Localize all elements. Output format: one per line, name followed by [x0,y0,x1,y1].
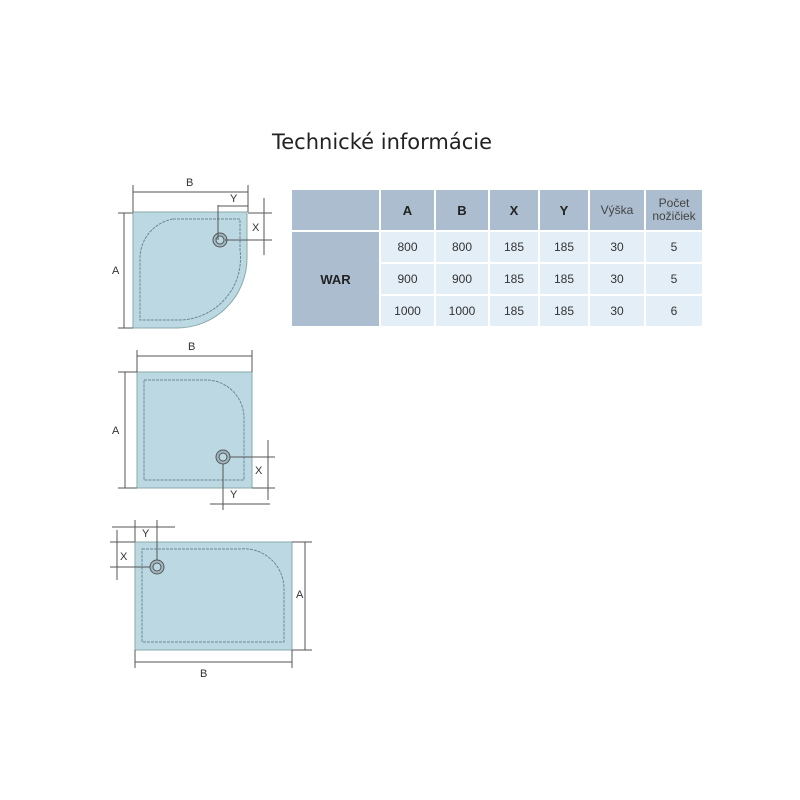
header-y: Y [540,190,588,230]
label-b: B [200,668,207,680]
label-y: Y [230,489,238,501]
table-row: 1000 1000 185 185 30 6 [292,296,702,326]
header-empty [292,190,379,230]
cell: 6 [646,296,702,326]
cell: 185 [490,232,538,262]
table-row: WAR 800 800 185 185 30 5 [292,232,702,326]
header-a: A [381,190,434,230]
cell: 900 [436,264,488,294]
label-a: A [296,589,304,601]
header-pocet-line2: nožičiek [652,209,696,223]
label-b: B [188,341,195,353]
table-row: 900 900 185 185 30 5 [292,264,702,294]
label-y: Y [142,528,150,540]
model-name: WAR [292,232,379,326]
header-vyska: Výška [590,190,644,230]
header-x: X [490,190,538,230]
cell: 5 [646,264,702,294]
cell: 1000 [436,296,488,326]
cell: 800 [381,232,434,262]
cell: 5 [646,232,702,262]
cell: 900 [381,264,434,294]
cell: 30 [590,264,644,294]
cell: 30 [590,296,644,326]
header-pocet-line1: Počet [658,196,690,210]
label-b: B [186,177,193,189]
cell: 30 [590,232,644,262]
label-x: X [252,222,260,234]
cell: 185 [540,296,588,326]
diagram-rectangular-tray: Y X A B [110,520,312,680]
cell: 185 [490,264,538,294]
label-x: X [120,551,128,563]
cell: 1000 [381,296,434,326]
diagram-quarter-round-tray: B Y X A [112,177,272,329]
cell: 185 [540,232,588,262]
diagram-square-tray: B A X Y [112,341,275,510]
label-y: Y [230,193,238,205]
label-a: A [112,265,120,277]
cell: 185 [490,296,538,326]
cell: 800 [436,232,488,262]
label-a: A [112,425,120,437]
header-b: B [436,190,488,230]
label-x: X [255,465,263,477]
page-title: Technické informácie [272,130,493,154]
cell: 185 [540,264,588,294]
